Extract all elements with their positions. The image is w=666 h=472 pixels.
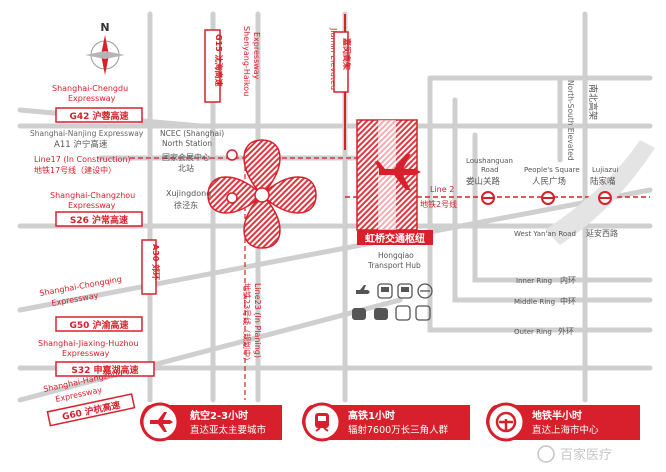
ncec-name-line2: North Station [162,139,212,148]
xujingdong-cn: 徐泾东 [174,200,198,210]
bus-mode-icon [397,283,413,299]
a11-name: Shanghai-Nanjing Expressway [30,129,144,138]
xujingdong-name: Xujingdong [166,189,211,198]
line23-cn: 地铁23号线（规划中） [242,283,252,365]
station-icon-peoples-square [541,191,555,205]
s26-name-line2: Expressway [68,201,116,210]
hub-transport-icons [352,283,433,321]
g42-name-line1: Shanghai-Chengdu [52,84,128,93]
metro-logo-icon [417,283,433,299]
coach-mode-icon [395,305,411,321]
line17-name: Line17 (In Construction) [34,155,131,164]
banner-rail-line2: 辐射7600万长三角人群 [348,424,449,436]
banner-rail: 高铁1小时 辐射7600万长三角人群 [302,402,470,442]
outer-ring-name: Outer Ring [514,328,552,336]
line2-cn: 地铁2号线 [420,199,457,209]
inner-ring-name: Inner Ring [516,277,552,285]
hub-label: 虹桥交通枢纽 [357,230,433,245]
metro-icon [495,411,517,433]
airplane-icon [150,412,173,432]
taxi-mode-icon [374,308,388,320]
compass-north-label: N [100,21,109,34]
middle-ring-name: Middle Ring [514,298,555,306]
s32-name-line2: Expressway [62,349,110,358]
ncec-name-line1: NCEC (Shanghai) [160,129,224,138]
ncec-cn-line2: 北站 [178,163,194,173]
loushanguan-name-line2: Road [481,166,499,174]
river [545,140,655,245]
banner-metro-line2: 直达上海市中心 [532,424,599,436]
g15-code: G15 沈海高速 [214,34,224,86]
hub-en-line1: Hongqiao [378,251,414,260]
g42-name-line2: Expressway [68,94,116,103]
outer-ring-cn: 外环 [558,326,574,336]
inner-ring-cn: 内环 [560,275,576,285]
lujiazui-cn: 陆家嘴 [590,176,616,187]
hub-en-line2: Transport Hub [367,261,421,270]
lujiazui-name: Lujiazui [592,166,619,174]
jiamin-badge: 嘉闵高架 [333,31,352,93]
s32-badge: S32 申嘉湖高速 [55,361,155,377]
g42-code: G42 沪蓉高速 [69,110,128,122]
loushanguan-name-line1: Loushanguan [466,157,513,165]
shenhai-name-line1: Shenyang-Haikou [242,26,251,96]
s26-badge: S26 沪常高速 [55,211,143,227]
a30-badge: A30 郊环 [141,239,161,295]
banner-metro: 地铁半小时 直达上海市中心 [486,402,640,442]
g50-code: G50 沪渝高速 [69,319,128,331]
airplane-icon [374,154,421,190]
north-south-name: North-South Elevated [566,80,575,161]
west-yanan-cn: 延安西路 [586,228,618,238]
s26-name-line1: Shanghai-Changzhou [50,191,135,200]
banner-airline-line2: 直达亚太主要城市 [190,424,267,436]
watermark: 百家医疗 [537,445,612,463]
g15-badge: G15 沈海高速 [204,29,224,103]
g50-badge: G50 沪渝高速 [55,316,143,332]
ncec-cn-line1: 国家会展中心 [162,152,210,162]
peoples-square-name: People's Square [524,166,580,174]
middle-ring-cn: 中环 [560,296,576,306]
loushanguan-cn: 娄山关路 [466,176,501,187]
station-icon-ncec [226,149,238,161]
hub-cn: 虹桥交通枢纽 [365,232,425,245]
peoples-square-cn: 人民广场 [532,176,566,187]
s26-code: S26 沪常高速 [70,214,128,226]
jiamin-code: 嘉闵高架 [342,37,352,70]
train-icon [315,413,329,432]
car-mode-icon [352,308,366,320]
banner-airline: 航空2-3小时 直达亚太主要城市 [140,402,282,442]
s32-code: S32 申嘉湖高速 [71,364,138,376]
watermark-text: 百家医疗 [560,447,612,463]
train-mode-icon [415,305,431,321]
a11-code: A11 沪宁高速 [54,139,108,150]
a30-code: A30 郊环 [151,244,161,280]
banner-airline-line1: 航空2-3小时 [190,409,248,422]
s32-name-line1: Shanghai-Jiaxing-Huzhou [38,339,139,348]
line23-name: Line23 (In Planing) [253,283,262,358]
line2-name: Line 2 [430,185,454,194]
line17-cn: 地铁17号线（建设中） [34,165,116,175]
shenhai-name-line2: Expressway [252,32,261,80]
banner-metro-line1: 地铁半小时 [532,409,582,422]
metro-mode-icon [377,283,393,299]
west-yanan-name: West Yan'an Road [514,230,576,238]
g42-badge: G42 沪蓉高速 [55,107,143,123]
station-icon-xujingdong [226,192,238,204]
station-icon-loushanguan [481,191,495,205]
north-compass-icon: N [85,21,125,75]
north-south-cn: 南北高架 [587,84,599,120]
station-icon-lujiazui [598,191,612,205]
plane-mode-icon [356,285,370,294]
banner-rail-line1: 高铁1小时 [348,409,395,422]
